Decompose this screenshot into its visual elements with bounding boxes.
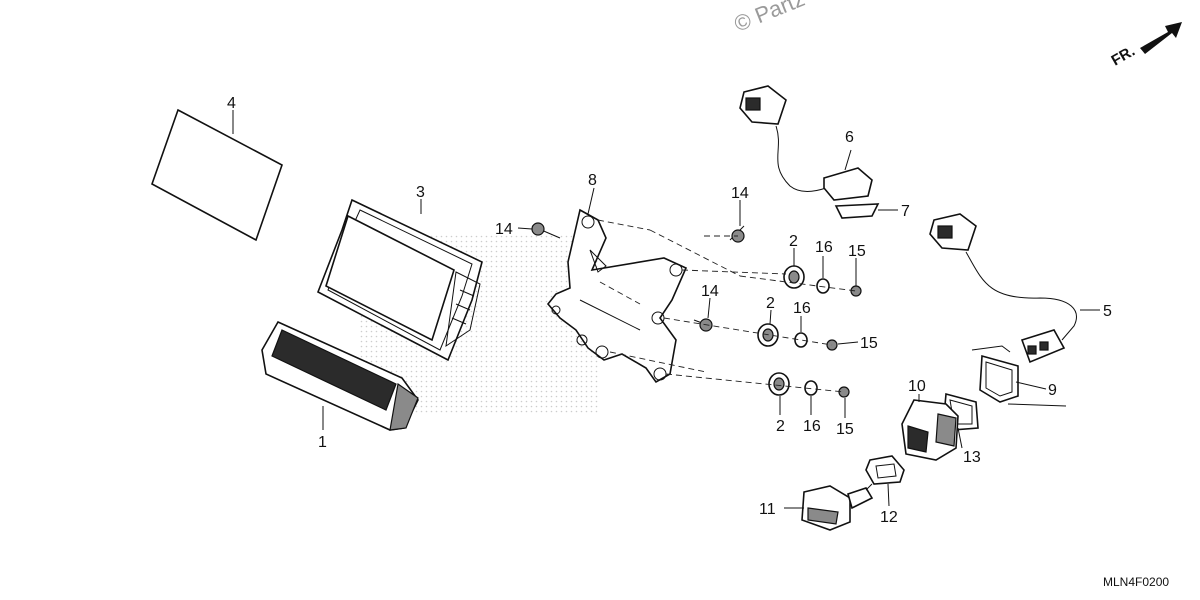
part-6-sensor-harness[interactable]	[739, 85, 873, 201]
part-1-meter-cover[interactable]	[261, 320, 419, 431]
callout-part-16-b: 16	[793, 300, 811, 317]
watermark-text: © Partz	[731, 0, 809, 37]
front-direction-label: FR.	[1109, 43, 1138, 70]
callout-part-10: 10	[908, 378, 926, 395]
callout-labels: 4 3 1 8 14 14 14 2 2 2 16 16 16 15 15 15…	[227, 95, 1112, 526]
part-15-screw-c[interactable]	[838, 386, 850, 398]
part-2-grommet-a[interactable]	[783, 265, 805, 289]
callout-part-4: 4	[227, 95, 236, 112]
assembly-guide-lines	[597, 219, 857, 393]
callout-part-16-c: 16	[803, 418, 821, 435]
callout-part-3: 3	[416, 184, 425, 201]
part-16-washer-a[interactable]	[816, 278, 830, 294]
leader-lines	[232, 110, 1100, 509]
part-16-washer-b[interactable]	[794, 332, 808, 348]
callout-part-13: 13	[963, 449, 981, 466]
callout-part-2-c: 2	[776, 418, 785, 435]
part-5-harness[interactable]	[929, 213, 1077, 364]
part-14-bolt-b[interactable]	[729, 225, 745, 243]
callout-part-2-b: 2	[766, 295, 775, 312]
callout-part-7: 7	[901, 203, 910, 220]
callout-part-11: 11	[759, 501, 776, 518]
diagram-code: MLN4F0200	[1103, 575, 1169, 589]
callout-part-16-a: 16	[815, 239, 833, 256]
part-2-grommet-c[interactable]	[768, 372, 790, 396]
callout-part-5: 5	[1103, 303, 1112, 320]
part-10-socket-housing[interactable]	[901, 399, 959, 461]
callout-part-14-a: 14	[495, 221, 513, 238]
callout-part-8: 8	[588, 172, 597, 189]
callout-part-15-c: 15	[836, 421, 854, 438]
part-7-pad[interactable]	[834, 203, 880, 219]
part-4-display-film[interactable]	[151, 108, 283, 242]
part-16-washer-c[interactable]	[804, 380, 818, 396]
part-9-gasket[interactable]	[971, 345, 1067, 407]
callout-part-14-c: 14	[701, 283, 719, 300]
part-11-usb-connector[interactable]	[801, 483, 874, 531]
callout-part-12: 12	[880, 509, 898, 526]
callout-part-6: 6	[845, 129, 854, 146]
callout-part-1: 1	[318, 434, 327, 451]
callout-part-9: 9	[1048, 382, 1057, 399]
callout-part-2-a: 2	[789, 233, 798, 250]
callout-part-15-a: 15	[848, 243, 866, 260]
part-12-cap[interactable]	[865, 455, 905, 485]
callout-part-14-b: 14	[731, 185, 749, 202]
callout-part-15-b: 15	[860, 335, 878, 352]
part-3-display-unit[interactable]	[316, 198, 483, 362]
front-direction-arrow-icon	[1140, 22, 1182, 54]
part-8-mounting-bracket[interactable]	[546, 208, 688, 384]
